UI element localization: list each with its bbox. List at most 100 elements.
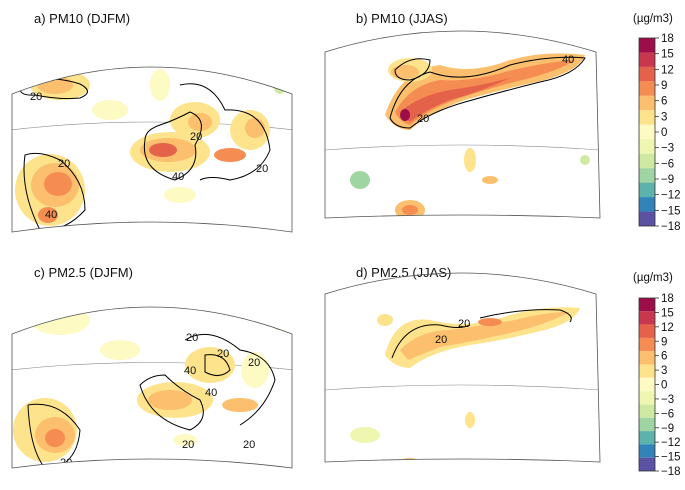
colorbar-cell xyxy=(639,404,655,418)
panel-a: a) PM10 (DJFM) xyxy=(11,11,293,233)
colorbar-tick-label: 0 xyxy=(661,127,667,139)
panel-a-contour-label: 40 xyxy=(45,209,57,221)
panel-c-map: 20 20 20 40 40 20 20 20 xyxy=(12,307,292,468)
panel-b-frame xyxy=(324,30,601,219)
colorbar-bottom-ticks: 18 15 12 9 6 3 0 −3 −6 −9 −12 −15 −18 xyxy=(655,293,681,478)
panel-a-contour-label: 40 xyxy=(172,171,184,183)
panel-c-contour-label: 40 xyxy=(205,387,217,399)
colorbar-tick-label: −18 xyxy=(661,221,681,233)
colorbar-cell xyxy=(639,364,655,378)
colorbar-cell xyxy=(639,38,655,53)
colorbar-cell xyxy=(639,153,655,169)
colorbar-tick-label: −15 xyxy=(661,452,681,464)
colorbar-top-unit: (µg/m3) xyxy=(633,13,673,25)
colorbar-cell xyxy=(639,139,655,154)
colorbar-tick-label: 12 xyxy=(661,322,674,334)
colorbar-bottom: (µg/m3) 18 15 12 9 6 3 0 −3 −6 −9 −12 −15 −18 xyxy=(633,272,681,478)
panel-c-contour-label: 20 xyxy=(186,332,198,344)
colorbar-tick-label: −9 xyxy=(661,174,674,186)
colorbar-bottom-unit: (µg/m3) xyxy=(633,272,673,284)
colorbar-cell xyxy=(639,197,655,212)
colorbar-tick-label: −9 xyxy=(661,423,674,435)
colorbar-tick-label: −3 xyxy=(661,143,674,155)
colorbar-top: (µg/m3) 18 15 12 9 6 3 0 −3 −6 −9 −12 −15 −18 xyxy=(633,13,681,233)
panel-d-anomaly-field xyxy=(350,307,580,462)
panel-c-frame xyxy=(11,306,293,469)
colorbar-cell xyxy=(639,81,655,96)
colorbar-tick-label: 15 xyxy=(661,49,674,61)
panel-c: c) PM2.5 (DJFM) xyxy=(11,265,293,469)
colorbar-cell xyxy=(639,110,655,125)
colorbar-cell xyxy=(639,211,655,226)
panel-a-title: a) PM10 (DJFM) xyxy=(34,11,130,26)
panel-d-coastline xyxy=(325,384,600,391)
colorbar-cell xyxy=(639,52,655,67)
colorbar-tick-label: −12 xyxy=(661,437,681,449)
colorbar-cell xyxy=(639,124,655,140)
colorbar-tick-label: 18 xyxy=(661,293,674,305)
colorbar-cell xyxy=(639,182,655,198)
colorbar-bottom-cells xyxy=(638,297,656,472)
panel-a-contour-label: 20 xyxy=(58,158,70,170)
panel-a-contour-label: 20 xyxy=(30,91,42,103)
panel-a-contour-label: 20 xyxy=(256,163,268,175)
panel-d-contour-label: 20 xyxy=(435,334,447,346)
panel-a-frame xyxy=(11,66,293,233)
colorbar-tick-label: 9 xyxy=(661,80,667,92)
panel-c-contour-label: 40 xyxy=(184,365,196,377)
colorbar-tick-label: 18 xyxy=(661,33,674,45)
panel-c-contour-label: 20 xyxy=(182,439,194,451)
panel-d-frame xyxy=(324,272,601,463)
colorbar-tick-label: 6 xyxy=(661,96,667,108)
panel-b-anomaly-field xyxy=(350,53,590,218)
panel-c-contour-label: 20 xyxy=(217,348,229,360)
colorbar-cell xyxy=(639,66,655,82)
colorbar-tick-label: −15 xyxy=(661,205,681,217)
colorbar-tick-label: 9 xyxy=(661,336,667,348)
panel-a-map: 20 20 20 20 40 40 20 xyxy=(12,67,292,231)
panel-d-map: 20 20 xyxy=(325,307,600,462)
colorbar-tick-label: −3 xyxy=(661,394,674,406)
panel-b-title: b) PM10 (JJAS) xyxy=(356,11,448,26)
colorbar-cell xyxy=(639,168,655,183)
panel-c-contour-label: 20 xyxy=(243,439,255,451)
colorbar-cell xyxy=(639,95,655,111)
colorbar-cell xyxy=(639,337,655,352)
colorbar-cell xyxy=(639,457,655,471)
panel-b: b) PM10 (JJAS) 40 xyxy=(324,11,601,219)
panel-c-contour-label: 20 xyxy=(248,357,260,369)
colorbar-tick-label: 6 xyxy=(661,351,667,363)
colorbar-tick-label: −18 xyxy=(661,466,681,478)
panel-d-contours xyxy=(391,309,572,359)
colorbar-cell xyxy=(639,391,655,405)
colorbar-cell xyxy=(639,444,655,458)
colorbar-cell xyxy=(639,417,655,432)
colorbar-cell xyxy=(639,324,655,338)
colorbar-tick-label: −6 xyxy=(661,158,674,170)
panel-b-coastline xyxy=(325,144,600,151)
colorbar-top-ticks: 18 15 12 9 6 3 0 −3 −6 −9 −12 −15 −18 xyxy=(655,33,681,233)
colorbar-top-cells xyxy=(638,37,656,227)
colorbar-tick-label: 3 xyxy=(661,111,667,123)
panel-d-title: d) PM2.5 (JJAS) xyxy=(356,265,451,280)
panel-c-contours xyxy=(27,333,276,468)
colorbar-cell xyxy=(639,298,655,312)
colorbar-tick-label: 3 xyxy=(661,365,667,377)
colorbar-tick-label: 12 xyxy=(661,64,674,76)
panel-a-contour-label: 20 xyxy=(190,131,202,143)
colorbar-tick-label: −6 xyxy=(661,408,674,420)
panel-d: d) PM2.5 (JJAS) 20 20 xyxy=(324,265,601,463)
colorbar-tick-label: 0 xyxy=(661,380,667,392)
colorbar-cell xyxy=(639,431,655,445)
panel-b-contour-label: 40 xyxy=(562,54,574,66)
panel-b-contour-label: 20 xyxy=(417,113,429,125)
colorbar-cell xyxy=(639,351,655,365)
panel-d-contour-label: 20 xyxy=(458,318,470,330)
colorbar-tick-label: 15 xyxy=(661,307,674,319)
panel-a-anomaly-field xyxy=(15,67,288,226)
panel-a-contours xyxy=(19,78,271,231)
colorbar-cell xyxy=(639,311,655,325)
colorbar-tick-label: −12 xyxy=(661,190,681,202)
